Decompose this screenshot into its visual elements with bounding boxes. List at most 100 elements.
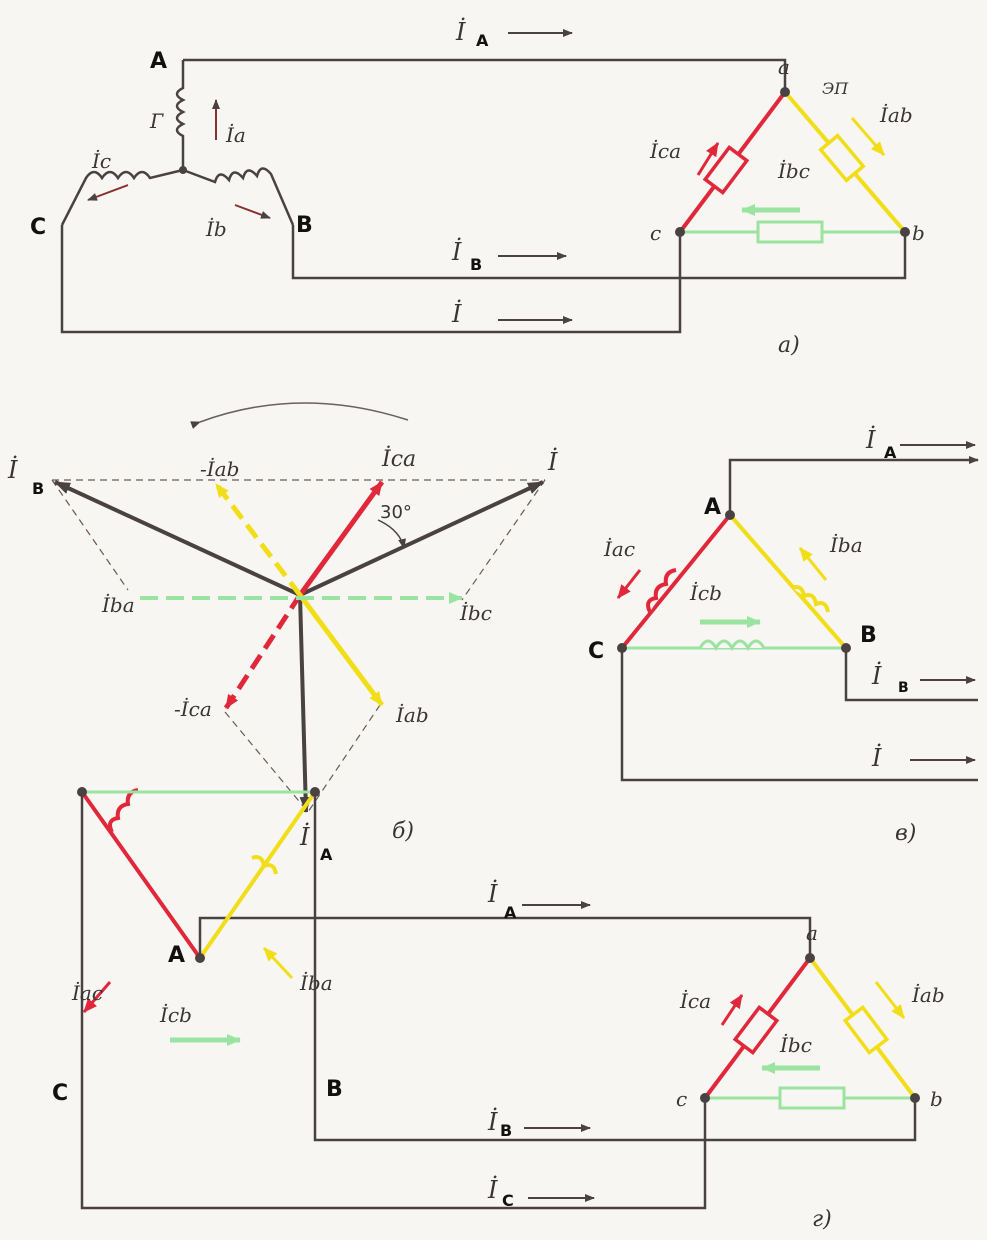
label-IC-d: İ bbox=[487, 1175, 498, 1204]
gen-coil-ac-d bbox=[108, 788, 139, 833]
phasor-Ica bbox=[297, 480, 385, 597]
label-IB-c-sub: B bbox=[898, 680, 909, 696]
gen-node-B-d bbox=[310, 787, 320, 797]
node-label-C: C bbox=[30, 215, 46, 240]
generator-winding-c bbox=[60, 168, 184, 226]
rotation-arrow bbox=[190, 402, 409, 429]
arrow-Ica-d bbox=[720, 994, 744, 1026]
caption-c: в) bbox=[895, 821, 916, 846]
label-neg-Ica: -İca bbox=[174, 697, 212, 721]
node-label-a-d: a bbox=[806, 921, 818, 945]
label-IB-sub: B bbox=[470, 255, 482, 274]
label-IC-d-sub: C bbox=[502, 1191, 514, 1210]
line-A-wire bbox=[183, 58, 787, 90]
phasor-IA bbox=[298, 594, 312, 813]
label-phasor-Iab: İab bbox=[395, 703, 429, 727]
winding-cb-coil bbox=[698, 639, 766, 652]
node-a-dot bbox=[780, 87, 790, 97]
label-IA-d: İ bbox=[487, 879, 498, 908]
phasor-Iab bbox=[297, 593, 385, 707]
label-IA: İ bbox=[455, 17, 466, 46]
label-IA-d-sub: A bbox=[504, 903, 517, 922]
generator-winding-a bbox=[175, 60, 186, 170]
label-phasor-Iba: İba bbox=[101, 593, 135, 617]
label-IB-d-sub: B bbox=[500, 1121, 512, 1140]
label-Ibc-d: İbc bbox=[779, 1033, 812, 1057]
label-Ica: İca bbox=[649, 139, 681, 163]
winding-ba-coil bbox=[791, 585, 830, 613]
phasor-IB bbox=[54, 480, 301, 597]
arrow-Iba-d bbox=[262, 946, 294, 980]
label-Iac-c: İac bbox=[603, 537, 635, 561]
node-label-b-d: b bbox=[930, 1087, 943, 1111]
node-label-B-d: B bbox=[326, 1077, 343, 1102]
dash-left-lower bbox=[224, 711, 309, 813]
generator-label: Г bbox=[149, 109, 164, 133]
resistor-ab bbox=[818, 133, 866, 183]
arrow-Iac-c bbox=[616, 569, 642, 599]
winding-ac-coil bbox=[646, 568, 677, 613]
node-label-B2: B bbox=[860, 623, 877, 648]
panel-b-phasor-diagram: İ B -İab İca İ 30° İba İbc -İca İab İ A … bbox=[7, 402, 558, 864]
node-label-A: A bbox=[150, 49, 167, 74]
line-B-wire-d bbox=[313, 792, 917, 1142]
arrow-Ica bbox=[696, 142, 720, 176]
arrow-Ib bbox=[234, 204, 271, 219]
line-C-wire bbox=[60, 225, 682, 334]
label-Ibc: İbc bbox=[777, 159, 810, 183]
node-c-dot bbox=[675, 227, 685, 237]
arrow-Iab-d bbox=[874, 981, 906, 1019]
load-node-c-d bbox=[700, 1093, 710, 1103]
dash-left-upper bbox=[51, 479, 129, 591]
panel-d-delta-delta: A C B a c b İ A İ B İ C İac İba İcb İca … bbox=[52, 787, 945, 1232]
phasor-neg-Ica bbox=[223, 593, 303, 710]
phasor-I bbox=[299, 480, 544, 597]
label-phasor-Ibc: İbc bbox=[459, 601, 492, 625]
label-Iba-c: İba bbox=[829, 533, 863, 557]
resistor-ca-d bbox=[732, 1004, 780, 1056]
wire-A-out bbox=[728, 456, 979, 515]
resistor-bc bbox=[756, 220, 824, 244]
dash-right-upper bbox=[461, 479, 546, 601]
label-phasor-IB: İ bbox=[7, 455, 18, 484]
gen-node-A-d bbox=[195, 953, 205, 963]
panel-a-star-delta: A C B a c b Г ЭП İ A İ B İ İa İc İb İca … bbox=[30, 17, 925, 358]
caption-d: г) bbox=[812, 1207, 832, 1232]
winding-ac bbox=[620, 513, 732, 650]
label-IB-c: İ bbox=[871, 661, 882, 690]
generator-neutral bbox=[179, 166, 187, 174]
node-b-dot bbox=[900, 227, 910, 237]
node-label-A2: A bbox=[704, 495, 721, 520]
label-IC-c: İ bbox=[871, 743, 882, 772]
load-label: ЭП bbox=[822, 79, 849, 98]
phasor-neg-Iab bbox=[214, 482, 302, 597]
node-label-C-d: C bbox=[52, 1081, 68, 1106]
resistor-ab-d bbox=[842, 1004, 890, 1056]
node-label-A-d: A bbox=[168, 943, 185, 968]
node-label-B: B bbox=[296, 213, 313, 238]
angle-arc bbox=[377, 519, 406, 549]
label-Icb-d: İcb bbox=[159, 1003, 192, 1027]
arrow-Iba-c bbox=[798, 547, 828, 581]
label-IC: İ bbox=[451, 299, 462, 328]
angle-label: 30° bbox=[380, 502, 412, 523]
arrow-Ic bbox=[87, 184, 129, 201]
label-Ic: İc bbox=[91, 149, 111, 173]
label-IA-sub: A bbox=[476, 31, 489, 50]
label-IA-c-sub: A bbox=[884, 443, 897, 462]
node-label-b: b bbox=[912, 221, 925, 245]
gen-coil-ba-d bbox=[251, 855, 278, 875]
winding-ba bbox=[728, 513, 848, 650]
node-label-c-d: c bbox=[676, 1087, 687, 1111]
gen-winding-ba-d bbox=[198, 790, 317, 960]
load-node-b-d bbox=[910, 1093, 920, 1103]
label-Icb-c: İcb bbox=[689, 581, 722, 605]
label-phasor-Ica: İca bbox=[381, 445, 416, 472]
arrow-Iac-d bbox=[82, 981, 112, 1013]
label-Iab: İab bbox=[879, 103, 913, 127]
label-IB-d: İ bbox=[487, 1107, 498, 1136]
wire-B-out bbox=[844, 648, 978, 702]
node-label-c: c bbox=[650, 221, 661, 245]
